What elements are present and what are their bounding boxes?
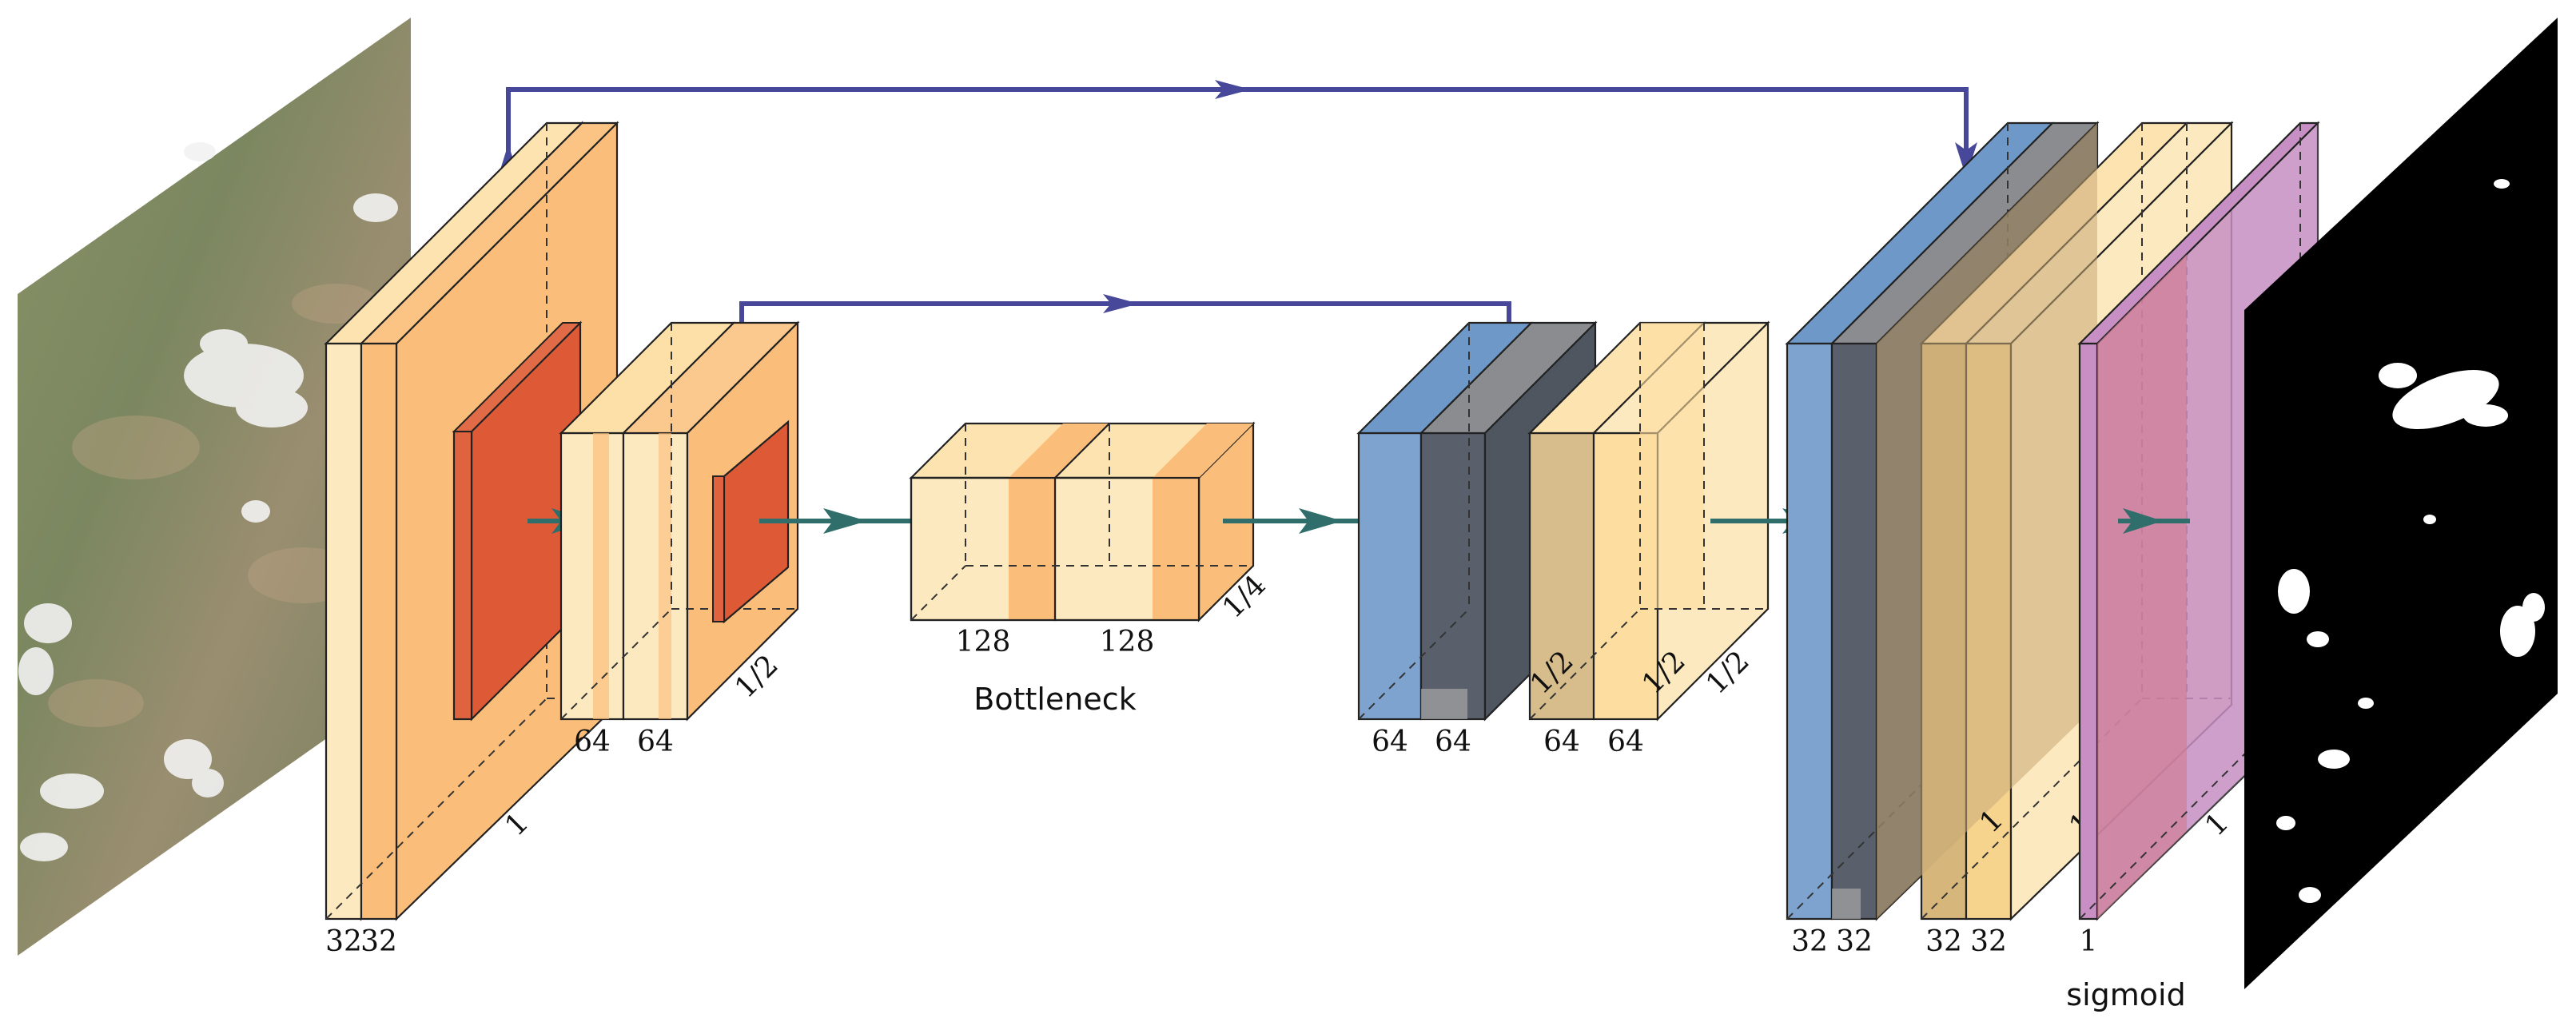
decoder2-conv-channels-b: 64: [1607, 726, 1644, 758]
decoder2-conv-channels-a: 64: [1543, 726, 1580, 758]
encoder2-channels-b: 64: [637, 726, 674, 758]
decoder2-up-channels-b: 64: [1435, 726, 1471, 758]
decoder1-conv-channels-a: 32: [1925, 925, 1962, 958]
input-satellite-image: [18, 18, 411, 956]
skip-connection-inner: [731, 294, 1520, 376]
flow-arrow-2: [759, 508, 939, 534]
decoder-block-2: 64 64 64 64 1/2 1/2 1/2: [1356, 320, 1770, 758]
bottleneck-channels-a: 128: [956, 626, 1011, 658]
encoder-block-2: 64 64 1/2: [559, 320, 800, 758]
output-channels: 1: [2080, 925, 2098, 958]
bottleneck-channels-b: 128: [1100, 626, 1155, 658]
flow-arrow-5: [2118, 508, 2190, 534]
bottleneck-block: 128 128 1/4 Bottleneck: [909, 421, 1272, 717]
encoder2-channels-a: 64: [574, 726, 611, 758]
decoder1-conv-channels-b: 32: [1970, 925, 2007, 958]
decoder1-up-channels-a: 32: [1791, 925, 1828, 958]
decoder2-up-channels-a: 64: [1372, 726, 1408, 758]
encoder1-channels-a: 32: [325, 925, 362, 958]
decoder1-up-channels-b: 32: [1836, 925, 1873, 958]
sigmoid-label: sigmoid: [2066, 977, 2185, 1012]
encoder1-pool-highlight: [452, 320, 583, 722]
encoder2-pool-highlight: [712, 420, 790, 624]
encoder1-channels-b: 32: [360, 925, 397, 958]
skip-connection-outer: [497, 80, 1977, 232]
bottleneck-label: Bottleneck: [973, 682, 1136, 717]
output-segmentation-mask: [2244, 18, 2558, 989]
